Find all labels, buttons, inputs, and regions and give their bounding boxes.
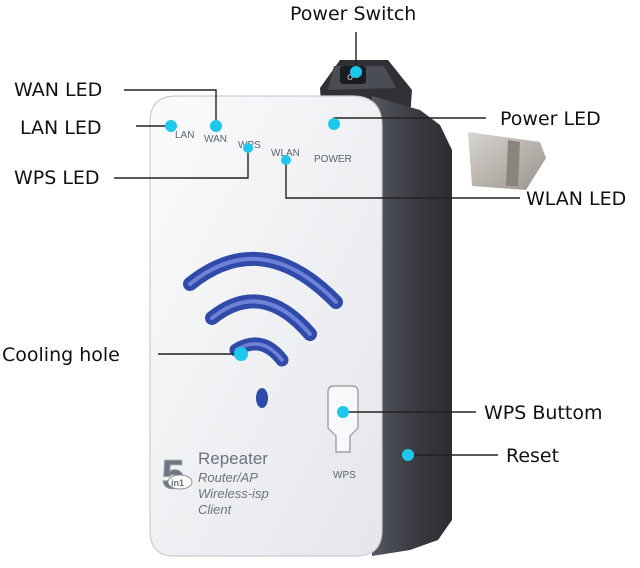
brand-line-router: Router/AP — [198, 470, 258, 485]
svg-text:o: o — [347, 72, 353, 83]
wifi-dot — [256, 388, 268, 408]
wan-panel-label: WAN — [204, 134, 227, 145]
reset-dot — [402, 449, 414, 461]
device-side-panel — [372, 96, 452, 556]
wps-led-label: WPS LED — [14, 167, 100, 189]
device-front-face — [149, 95, 383, 557]
cooling-hole-dot — [234, 347, 248, 361]
wps-button-callout-label: WPS Buttom — [484, 402, 602, 424]
power-led-label: Power LED — [500, 108, 601, 130]
wps-button-dot — [337, 406, 349, 418]
wan-led-dot — [210, 120, 222, 132]
brand-line-repeater: Repeater — [198, 449, 268, 468]
lan-panel-label: LAN — [175, 130, 194, 141]
power-led-dot — [328, 118, 340, 130]
lan-led-label: LAN LED — [20, 117, 102, 139]
lan-led-dot — [165, 120, 177, 132]
callout-dots — [165, 66, 414, 461]
cooling-hole-label: Cooling hole — [2, 344, 120, 366]
branding: 5 in1 Repeater Router/AP Wireless-isp Cl… — [161, 449, 269, 517]
wlan-panel-label: WLAN — [271, 148, 300, 159]
reset-label: Reset — [506, 445, 559, 467]
brand-badge: in1 — [171, 478, 184, 488]
wan-led-label: WAN LED — [14, 79, 102, 101]
power-panel-label: POWER — [314, 154, 352, 165]
wps-led-dot — [243, 143, 253, 153]
brand-line-wireless: Wireless-isp — [198, 486, 269, 501]
power-switch-label: Power Switch — [290, 3, 416, 25]
wlan-led-label: WLAN LED — [526, 188, 626, 210]
wlan-led-dot — [281, 155, 291, 165]
wps-button[interactable] — [327, 385, 359, 453]
power-switch-dot — [350, 66, 362, 78]
wps-button-label: WPS — [333, 470, 356, 481]
brand-line-client: Client — [198, 502, 233, 517]
plug-prong — [468, 132, 546, 190]
